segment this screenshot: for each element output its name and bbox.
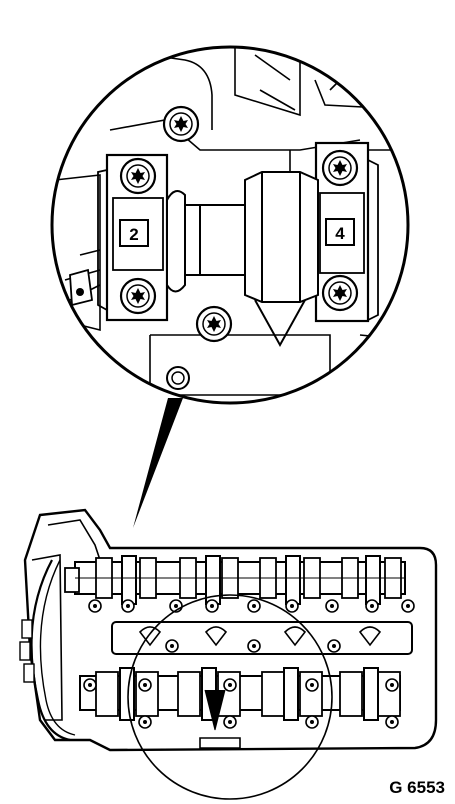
cap-bolt-upper-right	[321, 149, 359, 187]
cap-bolt-lower-left	[119, 277, 157, 315]
exhaust-camshaft	[79, 667, 401, 731]
magnifier-circle	[50, 45, 410, 405]
timing-chain	[19, 559, 76, 742]
detail-magnifier: 2 4	[50, 45, 410, 405]
cap-label-2: 2	[119, 219, 149, 247]
cap-label-2-text: 2	[129, 225, 138, 244]
cover-bolt-bottom	[195, 305, 233, 343]
cap-label-4: 4	[325, 218, 355, 246]
cover-bolt-top	[162, 105, 200, 143]
cylinder-head	[19, 508, 438, 800]
detail-content: 2 4	[54, 47, 408, 396]
cap-bolt-upper-left	[119, 157, 157, 195]
camshaft-detail	[166, 171, 319, 348]
intake-camshaft	[64, 555, 406, 605]
detail-area-marker	[127, 594, 333, 800]
cap-label-4-text: 4	[335, 224, 345, 243]
leader-pointer	[133, 398, 183, 528]
spark-plug-channel	[111, 621, 413, 655]
figure-code: G 6553	[389, 778, 445, 797]
cap-bolt-lower-right	[321, 274, 359, 312]
